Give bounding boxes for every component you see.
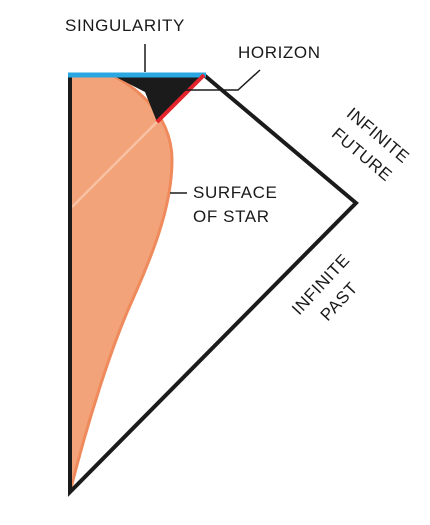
surface-of-star-label: SURFACE OF STAR [193,181,278,229]
horizon-line [155,73,206,124]
singularity-label: SINGULARITY [65,16,185,35]
horizon-label: HORIZON [238,43,321,62]
star-highlight-line [71,106,173,208]
surface-label-line-2: OF STAR [193,207,270,226]
surface-label-line-1: SURFACE [193,183,278,202]
star-interior [70,75,172,492]
black-hole-region [112,75,204,122]
horizon-pointer [178,69,261,91]
